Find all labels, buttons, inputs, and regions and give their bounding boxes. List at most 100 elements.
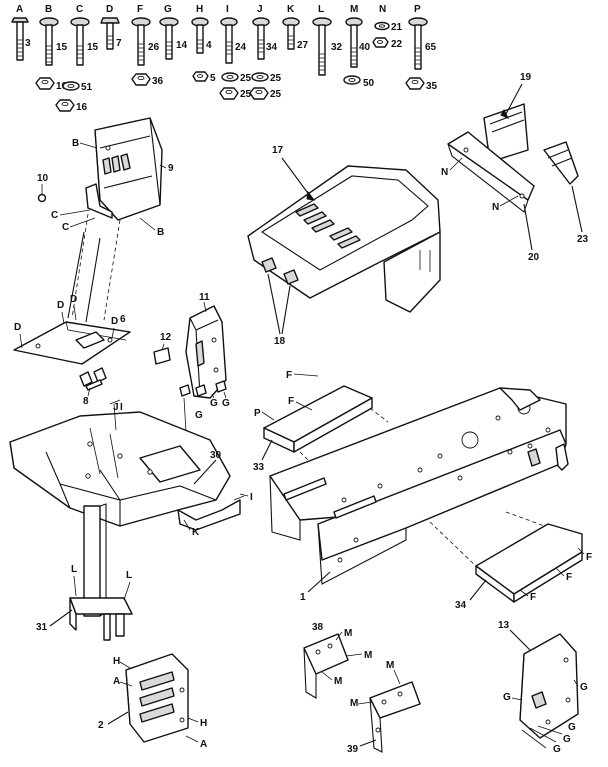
ref-letter-c-2: C xyxy=(62,222,69,233)
ref-letter-f-3: F xyxy=(586,552,592,563)
washer-m xyxy=(343,75,361,85)
hardware-letter-f: F xyxy=(137,4,143,15)
hardware-number-k: 27 xyxy=(297,40,309,51)
hardware-number-j: 34 xyxy=(266,42,278,53)
seat-support-31: L L 31 xyxy=(36,503,133,641)
bolt-c: C 15 xyxy=(70,4,99,66)
hardware-letter-l: L xyxy=(318,4,324,15)
ref-letter-f-4: F xyxy=(566,572,572,583)
washer-i xyxy=(221,72,239,82)
bracket-38: 38 M M M xyxy=(303,622,372,699)
panel-11: 11 xyxy=(185,292,227,399)
footrest-33: F F P 33 xyxy=(253,370,389,473)
part-label-10: 10 xyxy=(37,173,49,184)
hardware-letter-c: C xyxy=(76,4,83,15)
bracket-39: M M 39 xyxy=(347,660,421,755)
bolt-k: K 27 xyxy=(282,4,309,51)
ref-letter-d-3: D xyxy=(70,294,77,305)
ref-letter-a-1: A xyxy=(113,676,120,687)
nut-b-number: 16 xyxy=(76,102,88,113)
ref-letter-g-2: G xyxy=(222,398,230,409)
ref-letter-g-5: G xyxy=(503,692,511,703)
hardware-letter-b: B xyxy=(45,4,52,15)
bracket-20: N N 20 xyxy=(441,131,540,263)
bolt-d: D 7 xyxy=(100,4,122,50)
ref-letter-g-8: G xyxy=(563,734,571,745)
fender-30: 30 K I J I xyxy=(9,399,253,538)
nut-a-number: 16 xyxy=(56,81,68,92)
nut-p xyxy=(405,77,425,90)
part-label-31: 31 xyxy=(36,622,48,633)
washer-i-number: 25 xyxy=(240,73,252,84)
panel-13: 13 G G G G G xyxy=(498,620,588,755)
ref-letter-g-3: G xyxy=(195,410,203,421)
washer-b-number: 51 xyxy=(81,82,93,93)
footrest-34: F F F 34 xyxy=(455,523,592,611)
washer-j-number: 25 xyxy=(270,73,282,84)
part-label-8: 8 xyxy=(83,396,89,407)
ref-letter-n-1: N xyxy=(441,167,448,178)
ref-letter-b-dash-2: B xyxy=(157,227,164,238)
nut-i-number: 25 xyxy=(240,89,252,100)
part-label-13: 13 xyxy=(498,620,510,631)
nut-b xyxy=(55,99,75,112)
part-label-9: 9 xyxy=(168,163,174,174)
part-10: 10 xyxy=(37,173,49,203)
hardware-n: N 21 22 xyxy=(372,4,403,50)
ref-letter-m-5: M xyxy=(350,698,358,709)
part-23: 23 xyxy=(543,141,589,245)
ref-letter-f-5: F xyxy=(530,592,536,603)
ref-letter-m-2: M xyxy=(364,650,372,661)
hardware-number-m: 40 xyxy=(359,42,371,53)
washer-m-number: 50 xyxy=(363,78,375,89)
part-label-20: 20 xyxy=(528,252,540,263)
hardware-number-c: 15 xyxy=(87,42,99,53)
hardware-number-d: 7 xyxy=(116,38,122,49)
bolt-f: F 26 36 xyxy=(131,4,164,87)
part-label-23: 23 xyxy=(577,234,589,245)
hardware-number-p: 65 xyxy=(425,42,437,53)
nut-j xyxy=(249,87,269,100)
nut-h-number: 5 xyxy=(210,73,216,84)
hardware-letter-p: P xyxy=(414,4,421,15)
hardware-letter-m: M xyxy=(350,4,358,15)
ref-letter-g-7: G xyxy=(568,722,576,733)
hardware-number-n2: 22 xyxy=(391,39,403,50)
ref-letter-m-3: M xyxy=(334,676,342,687)
nut-j-number: 25 xyxy=(270,89,282,100)
hardware-letter-j: J xyxy=(257,4,263,15)
bolt-g: G 14 xyxy=(159,4,188,60)
hardware-number-a: 3 xyxy=(25,38,31,49)
part-label-12: 12 xyxy=(160,332,172,343)
ref-letter-c-1: C xyxy=(51,210,58,221)
ref-letter-f-2: F xyxy=(288,396,294,407)
bolt-b: B 15 51 16 xyxy=(39,4,93,113)
ref-letter-g-9: G xyxy=(553,744,561,755)
washer-b xyxy=(62,81,80,91)
ref-letter-b-dash: B xyxy=(72,138,79,149)
part-label-2: 2 xyxy=(98,720,104,731)
ref-letter-h-1: H xyxy=(113,656,120,667)
part-label-1: 1 xyxy=(300,592,306,603)
bolt-a: A 3 16 xyxy=(11,4,68,92)
bolt-j: J 34 25 25 xyxy=(249,4,282,100)
ref-letter-l-2: L xyxy=(126,570,132,581)
ref-letter-g-6: G xyxy=(580,682,588,693)
part-label-6: 6 xyxy=(120,314,126,325)
hardware-number-h: 4 xyxy=(206,40,212,51)
part-label-34: 34 xyxy=(455,600,467,611)
part-label-30: 30 xyxy=(210,450,222,461)
bolt-p: P 65 35 xyxy=(405,4,438,92)
washer-j xyxy=(251,72,269,82)
nut-f xyxy=(131,73,151,86)
nut-h xyxy=(192,71,209,82)
ref-letter-n-2: N xyxy=(492,202,499,213)
hardware-letter-i: I xyxy=(226,4,229,15)
ref-letter-h-2: H xyxy=(200,718,207,729)
ref-letter-m-1: M xyxy=(344,628,352,639)
ref-letter-l-1: L xyxy=(71,564,77,575)
frame-1: 1 xyxy=(269,387,569,603)
ref-letter-m-4: M xyxy=(386,660,394,671)
nut-f-number: 36 xyxy=(152,76,164,87)
